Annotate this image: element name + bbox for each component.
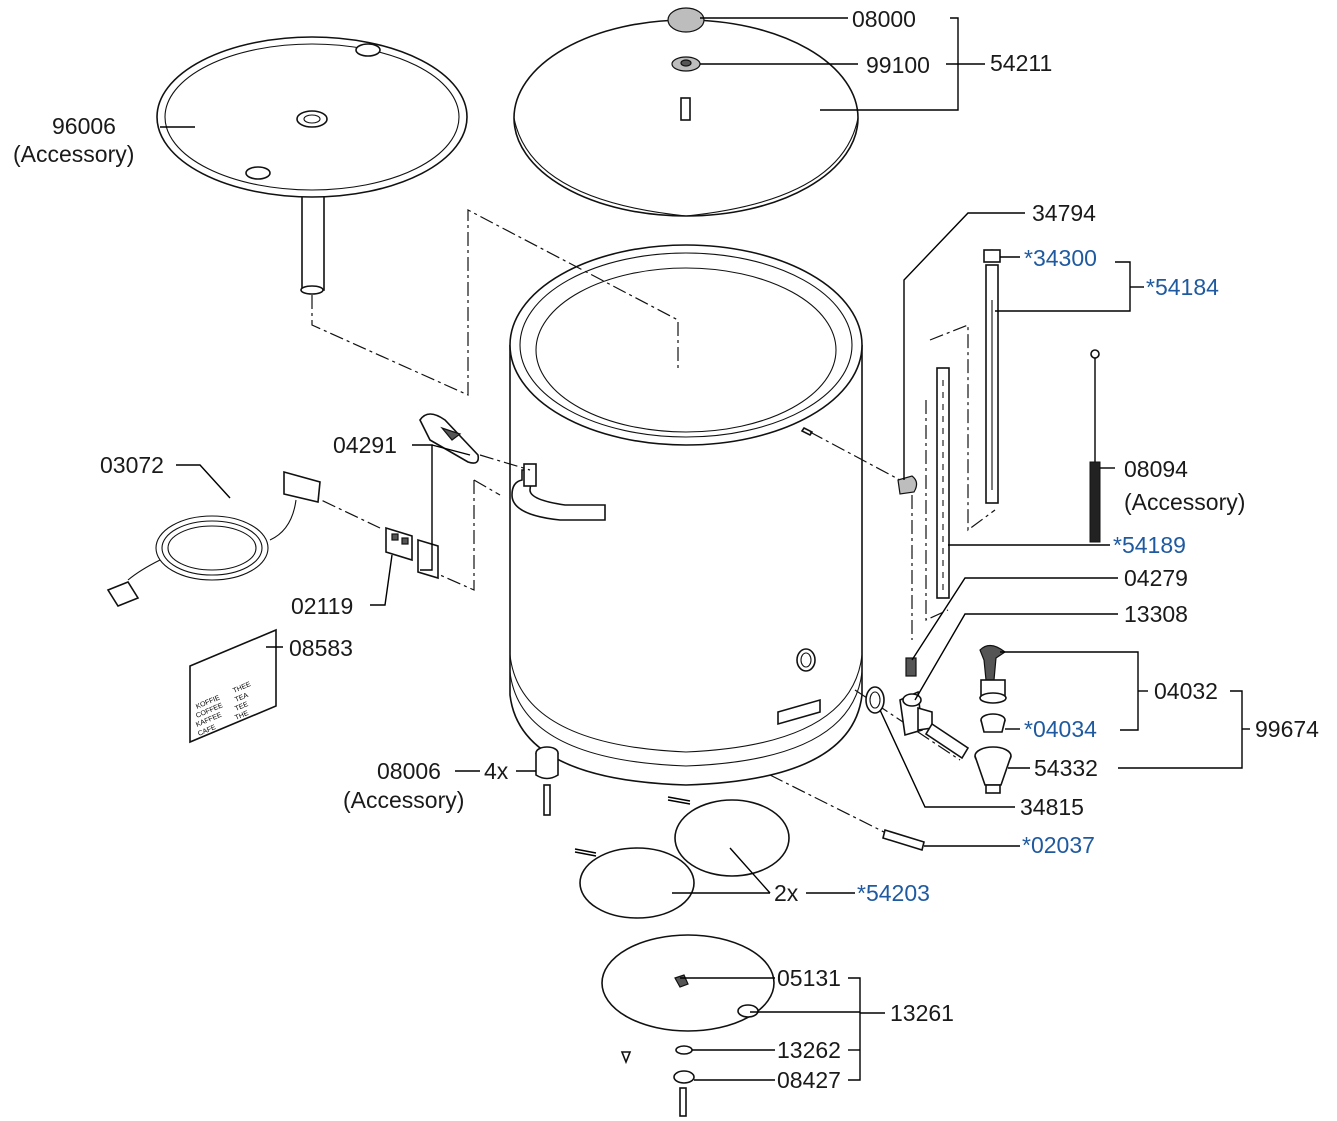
- label-54203: *54203: [857, 880, 930, 906]
- label-13262: 13262: [777, 1037, 841, 1063]
- part-labels: 08000 99100 54211 96006 (Accessory) 3479…: [13, 6, 1319, 1093]
- sticker-drawing: KOFFIE THEE COFFEE TEA KAFFEE TEE CAFE T…: [189, 628, 277, 744]
- label-99100: 99100: [866, 52, 930, 78]
- label-54211: 54211: [990, 50, 1052, 76]
- sticker-cell: TEE: [234, 701, 250, 713]
- label-08427: 08427: [777, 1067, 841, 1093]
- cleaning-brush-drawing: [1089, 349, 1101, 543]
- gauge-glass-drawing: [936, 249, 1001, 599]
- sticker-cell: TEA: [234, 692, 250, 704]
- label-05131: 05131: [777, 965, 841, 991]
- bottom-plate-drawing: [601, 934, 775, 1117]
- label-34794: 34794: [1032, 200, 1096, 226]
- label-34815: 34815: [1020, 794, 1084, 820]
- label-54189: *54189: [1113, 532, 1186, 558]
- label-02037: *02037: [1022, 832, 1095, 858]
- assembly-lines: [299, 209, 996, 841]
- label-04034: *04034: [1024, 716, 1097, 742]
- sticker-cells: KOFFIE THEE COFFEE TEA KAFFEE TEE CAFE T…: [195, 681, 252, 738]
- label-13308: 13308: [1124, 601, 1188, 627]
- label-08006-accessory: (Accessory): [343, 787, 464, 813]
- label-54184: *54184: [1146, 274, 1219, 300]
- label-08006: 08006: [377, 758, 441, 784]
- label-04279: 04279: [1124, 565, 1188, 591]
- label-02119: 02119: [291, 593, 353, 619]
- label-54332: 54332: [1034, 755, 1098, 781]
- label-08094: 08094: [1124, 456, 1188, 482]
- label-99674: 99674: [1255, 716, 1319, 742]
- label-13261: 13261: [890, 1000, 954, 1026]
- heating-element-drawing: [574, 796, 790, 919]
- label-03072: 03072: [100, 452, 164, 478]
- label-08094-accessory: (Accessory): [1124, 489, 1245, 515]
- label-08006-quantity: 4x: [484, 758, 509, 784]
- label-04291: 04291: [333, 432, 397, 458]
- faucet-assembly-drawing: [865, 475, 1012, 852]
- label-34300: *34300: [1024, 245, 1097, 271]
- strainer-plate-drawing: [156, 36, 468, 295]
- label-54203-quantity: 2x: [774, 880, 799, 906]
- urn-body-drawing: [509, 244, 863, 786]
- label-96006-accessory: (Accessory): [13, 141, 134, 167]
- power-cord-drawing: [106, 413, 480, 607]
- lid-drawing: [513, 7, 859, 217]
- label-08583: 08583: [289, 635, 353, 661]
- leader-lines: [160, 17, 1250, 1081]
- label-96006: 96006: [52, 113, 116, 139]
- label-04032: 04032: [1154, 678, 1218, 704]
- label-08000: 08000: [852, 6, 916, 32]
- foot-drawing: [535, 746, 559, 816]
